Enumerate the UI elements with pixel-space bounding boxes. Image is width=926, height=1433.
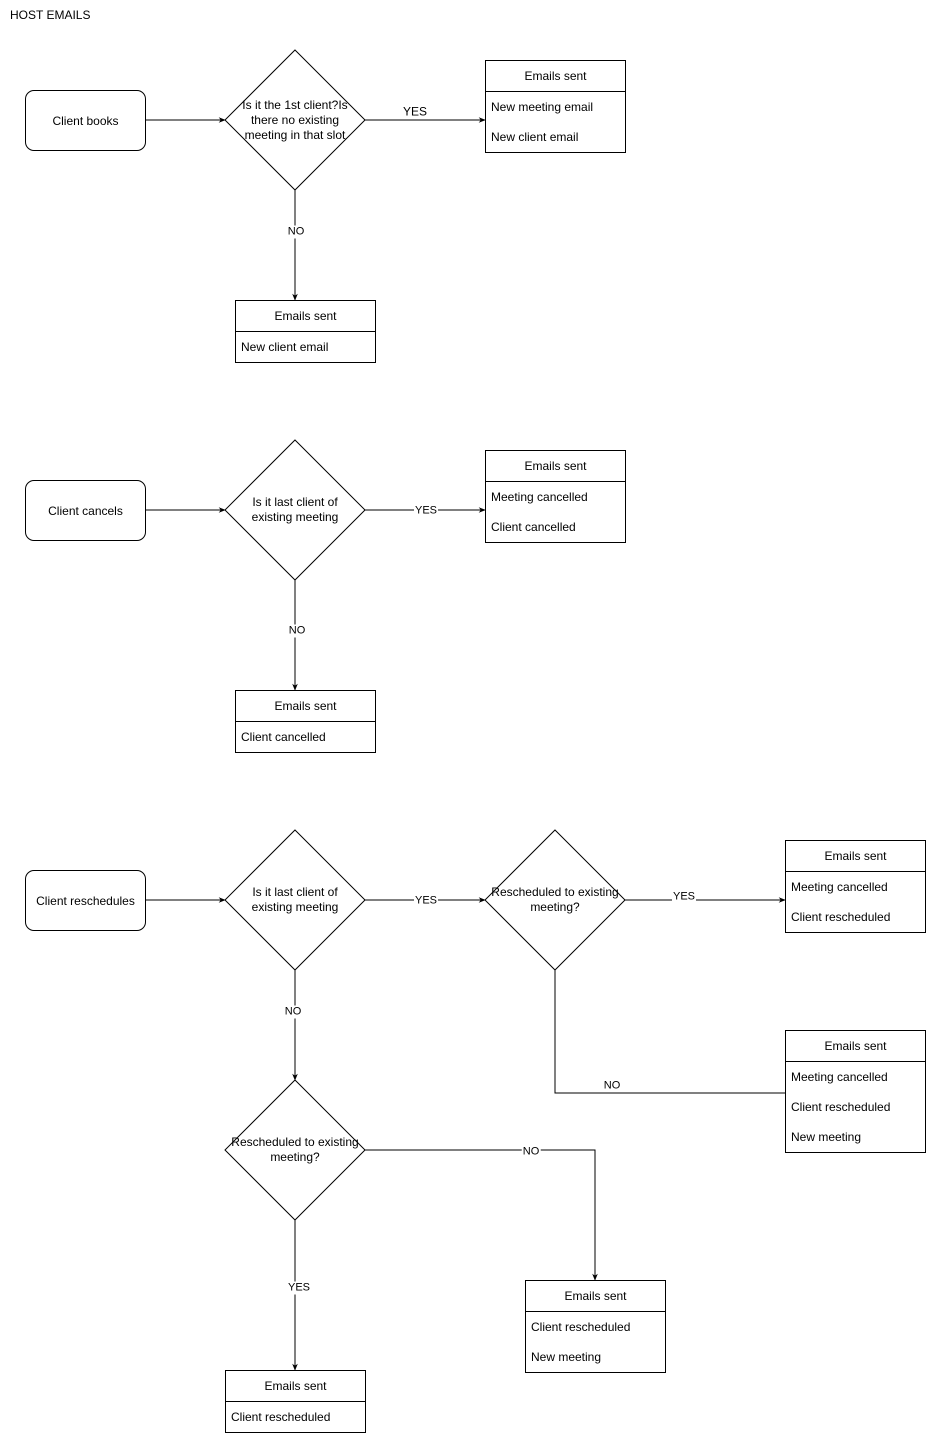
edge-label-no: NO xyxy=(602,1079,622,1093)
card-header: Emails sent xyxy=(236,301,375,332)
emails-sent-card[interactable]: Emails sent Client rescheduled New meeti… xyxy=(525,1280,666,1373)
edge-label-no: NO xyxy=(287,624,307,638)
card-item: New client email xyxy=(491,130,579,144)
decision-last-client-cancel-label: Is it last client of existing meeting xyxy=(251,495,339,524)
start-client-cancels-label: Client cancels xyxy=(48,503,123,518)
edge-rescheduled-bottom-no[interactable] xyxy=(365,1149,598,1281)
emails-sent-card[interactable]: Emails sent New meeting email New client… xyxy=(485,60,626,153)
decision-rescheduled-existing-bottom-label: Rescheduled to existing meeting? xyxy=(231,1135,359,1164)
edge-label-no: NO xyxy=(521,1145,541,1159)
emails-sent-card[interactable]: Emails sent New client email xyxy=(235,300,376,363)
card-header: Emails sent xyxy=(526,1281,665,1312)
card-item: Meeting cancelled xyxy=(491,490,588,504)
decision-rescheduled-existing-top-label: Rescheduled to existing meeting? xyxy=(491,885,619,914)
card-item: Meeting cancelled xyxy=(791,1070,888,1084)
card-header: Emails sent xyxy=(236,691,375,722)
edge-label-yes: YES xyxy=(671,890,697,904)
start-client-books-label: Client books xyxy=(52,113,119,128)
edge-label-yes: YES xyxy=(401,104,429,119)
card-header: Emails sent xyxy=(486,451,625,482)
decision-last-client-reschedule-label: Is it last client of existing meeting xyxy=(251,885,339,914)
card-header: Emails sent xyxy=(486,61,625,92)
page-title: HOST EMAILS xyxy=(10,8,91,22)
start-client-reschedules-label: Client reschedules xyxy=(36,893,135,908)
edge-label-yes: YES xyxy=(413,504,439,518)
card-item: Client rescheduled xyxy=(791,910,891,924)
start-client-cancels[interactable]: Client cancels xyxy=(25,480,146,541)
emails-sent-card[interactable]: Emails sent Meeting cancelled Client can… xyxy=(485,450,626,543)
card-item: Client cancelled xyxy=(241,730,326,744)
card-item: New meeting xyxy=(531,1350,602,1364)
card-item: New meeting email xyxy=(491,100,594,114)
card-item: Client cancelled xyxy=(491,520,576,534)
edge-label-no: NO xyxy=(286,225,306,239)
edge-label-yes: YES xyxy=(286,1281,312,1295)
card-item: New meeting xyxy=(791,1130,862,1144)
card-header: Emails sent xyxy=(786,841,925,872)
card-header: Emails sent xyxy=(226,1371,365,1402)
card-header: Emails sent xyxy=(786,1031,925,1062)
card-item: Client rescheduled xyxy=(531,1320,631,1334)
edge-label-no: NO xyxy=(283,1005,303,1019)
edge-label-yes: YES xyxy=(413,894,439,908)
emails-sent-card[interactable]: Emails sent Client cancelled xyxy=(235,690,376,753)
decision-first-client-label: Is it the 1st client?Is there no existin… xyxy=(242,97,348,142)
card-item: Client rescheduled xyxy=(231,1410,331,1424)
emails-sent-card[interactable]: Emails sent Meeting cancelled Client res… xyxy=(785,1030,926,1153)
card-item: New client email xyxy=(241,340,329,354)
edge-rescheduled-top-no[interactable] xyxy=(554,970,793,1096)
emails-sent-card[interactable]: Emails sent Client rescheduled xyxy=(225,1370,366,1433)
start-client-books[interactable]: Client books xyxy=(25,90,146,151)
emails-sent-card[interactable]: Emails sent Meeting cancelled Client res… xyxy=(785,840,926,933)
card-item: Meeting cancelled xyxy=(791,880,888,894)
start-client-reschedules[interactable]: Client reschedules xyxy=(25,870,146,931)
card-item: Client rescheduled xyxy=(791,1100,891,1114)
